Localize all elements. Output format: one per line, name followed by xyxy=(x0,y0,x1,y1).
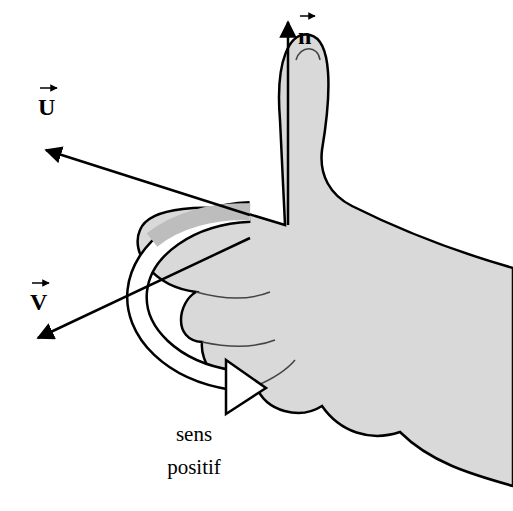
vector-u xyxy=(46,150,250,215)
vector-accent xyxy=(300,15,315,17)
finger-crease xyxy=(256,360,295,386)
vector-v xyxy=(38,238,250,338)
vector-label: U xyxy=(38,95,55,119)
vector-label: V xyxy=(30,290,47,314)
hand xyxy=(138,34,513,486)
finger-crease xyxy=(202,340,275,346)
rotation-label: sens positif xyxy=(152,418,236,483)
vector-n xyxy=(287,22,290,225)
vector-accent xyxy=(40,87,57,89)
rotation-band-outline xyxy=(137,212,250,380)
finger-crease xyxy=(196,292,270,298)
rotation-arrowhead xyxy=(226,360,266,414)
rotation-band xyxy=(137,212,250,380)
vector-label: n xyxy=(298,24,311,48)
rotation-band-shade xyxy=(152,212,250,240)
thumb-nail xyxy=(296,49,320,60)
vector-accent xyxy=(32,282,49,284)
